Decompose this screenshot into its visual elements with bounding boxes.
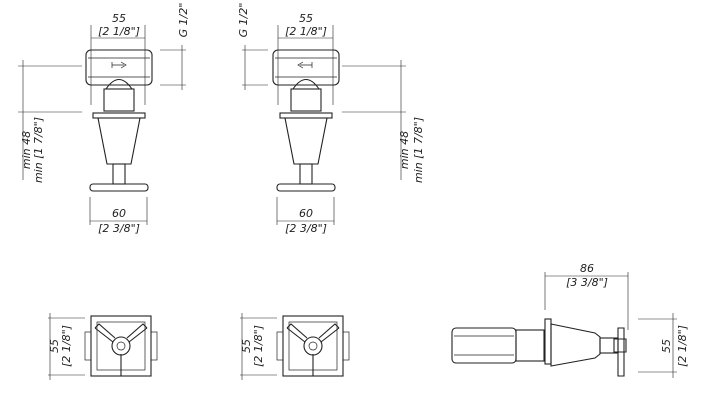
height-in: [2 1/8"] <box>252 325 265 367</box>
thread-label: G 1/2" <box>237 3 250 38</box>
depth-mm: min 48 <box>20 131 33 169</box>
height-mm: 55 <box>660 339 673 353</box>
front-view-right-inlet: 55 [2 1/8"] G 1/2" min 48 min [1 7/8"] 6… <box>18 3 190 235</box>
width-mm: 55 <box>112 12 126 25</box>
thread-label: G 1/2" <box>177 3 190 38</box>
depth-in: min [1 7/8"] <box>32 117 45 183</box>
length-in: [3 3/8"] <box>566 276 608 289</box>
side-view: 86 [3 3/8"] 55 [2 1/8"] <box>451 262 689 378</box>
handle-in: [2 3/8"] <box>98 222 140 235</box>
flow-arrow-icon <box>111 61 127 69</box>
height-mm: 55 <box>240 339 253 353</box>
plan-view-1: 55 [2 1/8"] <box>48 313 158 380</box>
height-in: [2 1/8"] <box>60 325 73 367</box>
height-mm: 55 <box>48 339 61 353</box>
front-view-left-inlet: 55 [2 1/8"] G 1/2" min 48 min [1 7/8"] 6… <box>237 3 425 235</box>
width-in: [2 1/8"] <box>285 25 327 38</box>
handle-mm: 60 <box>112 207 126 220</box>
height-in: [2 1/8"] <box>676 325 689 367</box>
depth-in: min [1 7/8"] <box>412 117 425 183</box>
plan-view-2: 55 [2 1/8"] <box>240 313 350 380</box>
width-in: [2 1/8"] <box>98 25 140 38</box>
handle-mm: 60 <box>299 207 313 220</box>
length-mm: 86 <box>580 262 594 275</box>
width-mm: 55 <box>299 12 313 25</box>
handle-in: [2 3/8"] <box>285 222 327 235</box>
flow-arrow-icon <box>297 61 313 69</box>
depth-mm: min 48 <box>398 131 411 169</box>
